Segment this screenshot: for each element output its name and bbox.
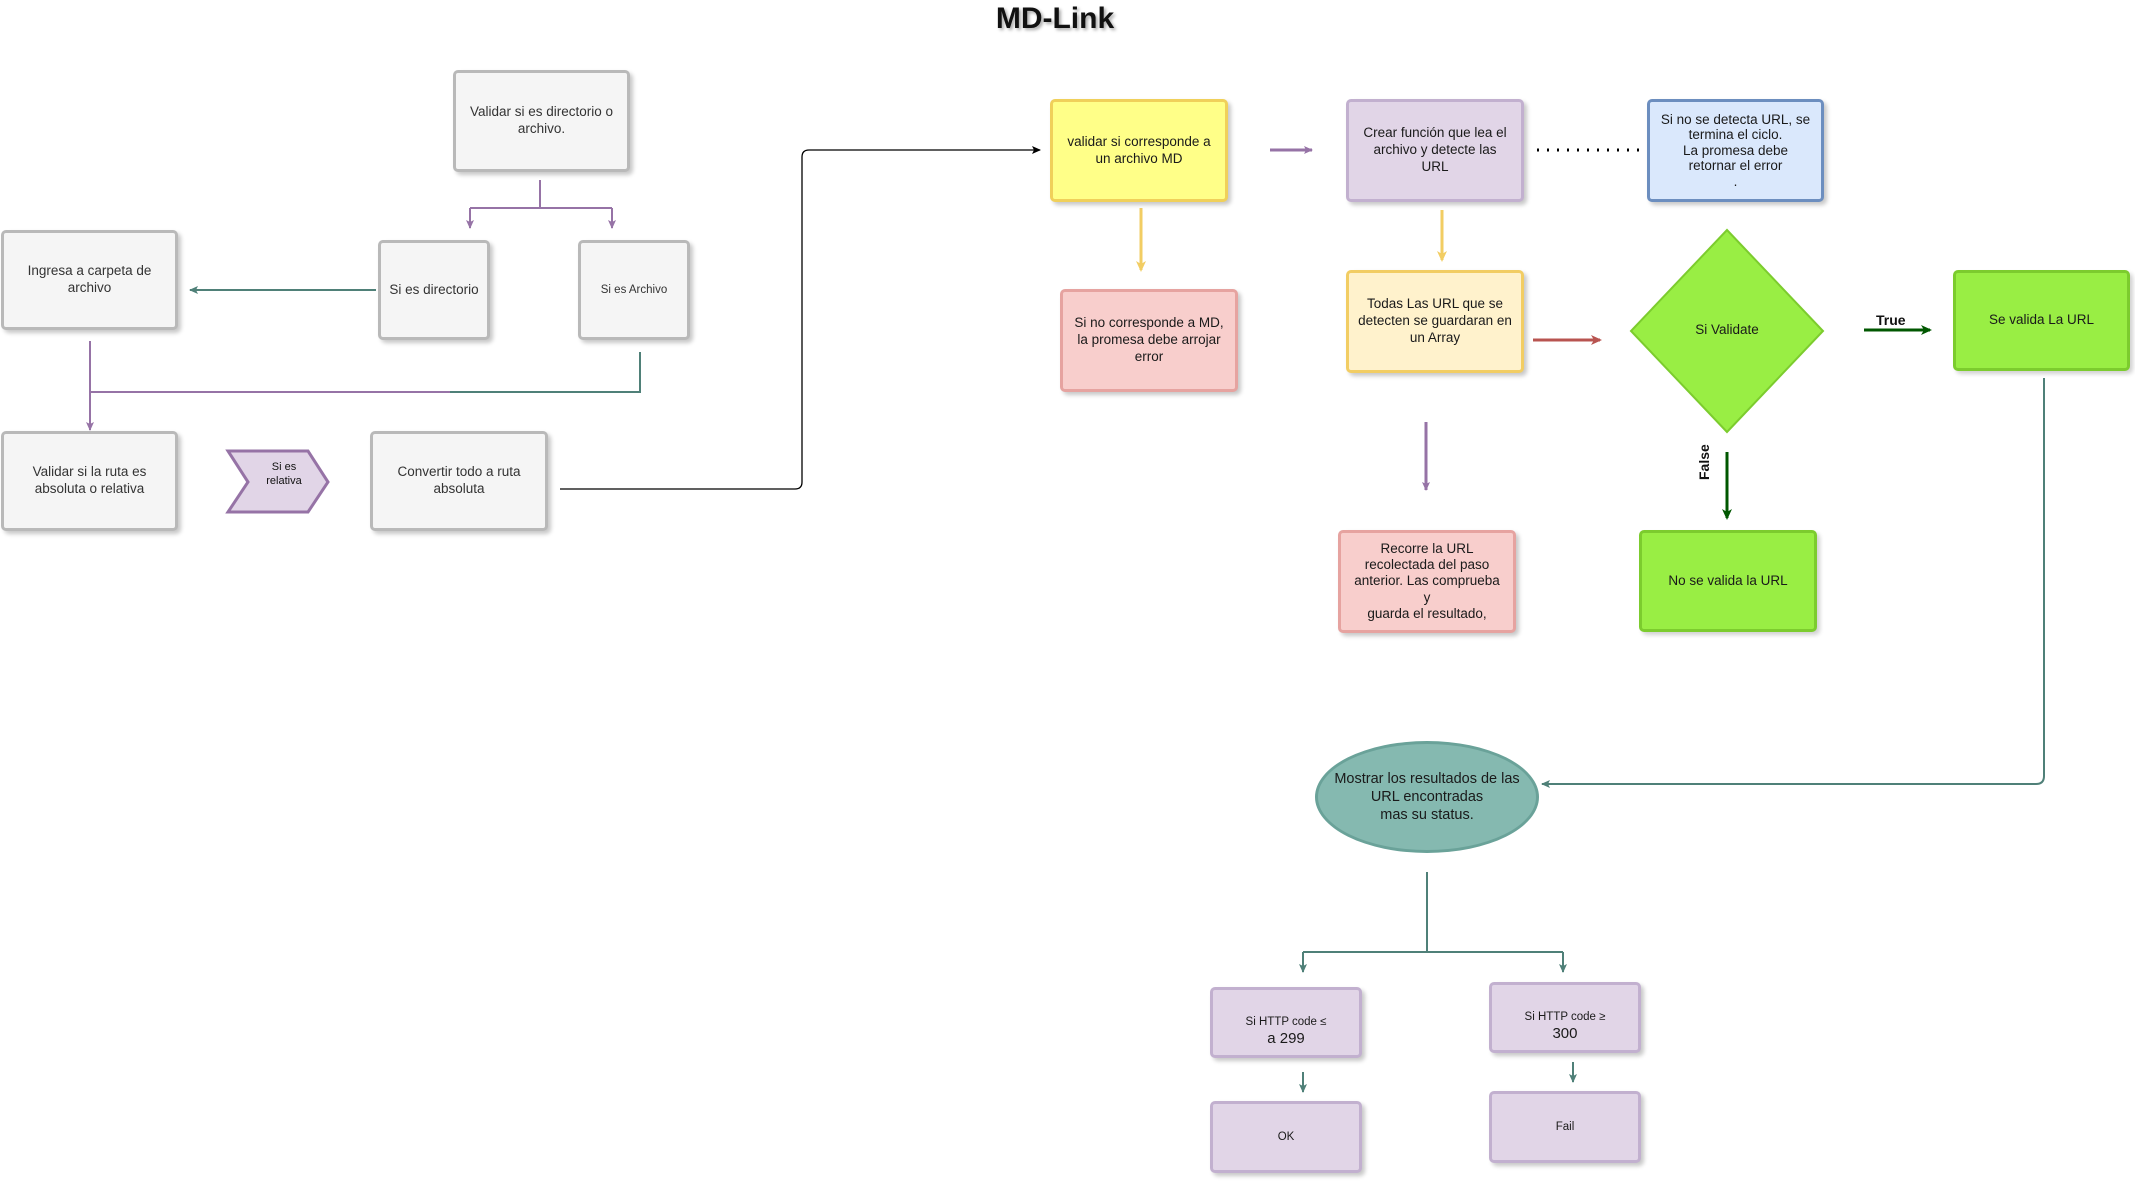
- node-validar-directorio-label: Validar si es directorio o archivo.: [469, 104, 614, 136]
- node-http-le-299-label: Si HTTP code ≤ a 299: [1246, 996, 1327, 1049]
- node-todas-url-label: Todas Las URL que se detecten se guardar…: [1358, 296, 1512, 345]
- node-recorre-url[interactable]: Recorre la URL recolectada del paso ante…: [1338, 530, 1516, 633]
- node-crear-funcion-label: Crear función que lea el archivo y detec…: [1363, 125, 1507, 174]
- edge-mostrar-fork: [1303, 872, 1563, 953]
- node-validar-ruta[interactable]: Validar si la ruta es absoluta o relativ…: [1, 431, 178, 531]
- node-validar-md-label: validar si corresponde a un archivo MD: [1067, 133, 1211, 166]
- node-si-validate-label[interactable]: Si Validate: [1695, 322, 1759, 337]
- node-ingresa-carpeta-label: Ingresa a carpeta de archivo: [27, 263, 152, 295]
- node-no-valida[interactable]: No se valida la URL: [1639, 530, 1817, 632]
- node-si-archivo-label: Si es Archivo: [600, 283, 668, 296]
- node-mostrar-resultados-label: Mostrar los resultados de las URL encont…: [1334, 770, 1520, 824]
- node-validar-ruta-label: Validar si la ruta es absoluta o relativ…: [32, 464, 147, 496]
- node-ok[interactable]: OK: [1210, 1101, 1362, 1173]
- node-convertir-ruta[interactable]: Convertir todo a ruta absoluta: [370, 431, 548, 531]
- node-si-directorio[interactable]: Si es directorio: [378, 240, 490, 340]
- node-se-valida[interactable]: Se valida La URL: [1953, 270, 2130, 371]
- edge-label-false: False: [1696, 444, 1712, 480]
- node-recorre-url-label: Recorre la URL recolectada del paso ante…: [1354, 541, 1500, 621]
- node-crear-funcion[interactable]: Crear función que lea el archivo y detec…: [1346, 99, 1524, 202]
- node-no-url-label: Si no se detecta URL, se termina el cicl…: [1660, 111, 1811, 189]
- http-ge-prefix: Si HTTP code ≥: [1524, 1011, 1606, 1024]
- edge-convertir-to-validar-md: [560, 146, 1041, 490]
- http-le-prefix: Si HTTP code ≤: [1245, 1016, 1327, 1029]
- node-todas-url[interactable]: Todas Las URL que se detecten se guardar…: [1346, 270, 1524, 373]
- node-si-archivo[interactable]: Si es Archivo: [578, 240, 690, 340]
- http-ge-value: 300: [1552, 1025, 1578, 1042]
- node-fail[interactable]: Fail: [1489, 1091, 1641, 1163]
- edge-se-valida-to-mostrar: [1541, 378, 2045, 788]
- node-fail-label: Fail: [1555, 1120, 1575, 1133]
- node-validar-md[interactable]: validar si corresponde a un archivo MD: [1050, 99, 1228, 202]
- si-validate-shape: [1629, 228, 1825, 434]
- node-no-md-label: Si no corresponde a MD, la promesa debe …: [1074, 315, 1224, 364]
- node-no-md[interactable]: Si no corresponde a MD, la promesa debe …: [1060, 289, 1238, 392]
- diagram-title: MD-Link: [995, 2, 1115, 35]
- edge-label-true: True: [1876, 312, 1906, 328]
- node-http-le-299[interactable]: Si HTTP code ≤ a 299: [1210, 987, 1362, 1058]
- node-ingresa-carpeta[interactable]: Ingresa a carpeta de archivo: [1, 230, 178, 330]
- node-mostrar-resultados[interactable]: Mostrar los resultados de las URL encont…: [1315, 741, 1539, 853]
- node-si-directorio-label: Si es directorio: [389, 281, 479, 297]
- node-ok-label: OK: [1277, 1130, 1295, 1143]
- http-le-value: a 299: [1267, 1030, 1305, 1047]
- node-no-url[interactable]: Si no se detecta URL, se termina el cicl…: [1647, 99, 1824, 202]
- node-no-valida-label: No se valida la URL: [1668, 572, 1788, 588]
- node-http-ge-300-label: Si HTTP code ≥ 300: [1525, 991, 1606, 1044]
- edge-fork-dir-archivo: [469, 180, 613, 228]
- node-validar-directorio[interactable]: Validar si es directorio o archivo.: [453, 70, 630, 172]
- node-http-ge-300[interactable]: Si HTTP code ≥ 300: [1489, 982, 1641, 1053]
- node-convertir-ruta-label: Convertir todo a ruta absoluta: [397, 464, 521, 496]
- si-relativa-shape: [225, 449, 330, 514]
- node-se-valida-label: Se valida La URL: [1988, 312, 2095, 328]
- node-si-relativa-label: Si es relativa: [266, 461, 302, 487]
